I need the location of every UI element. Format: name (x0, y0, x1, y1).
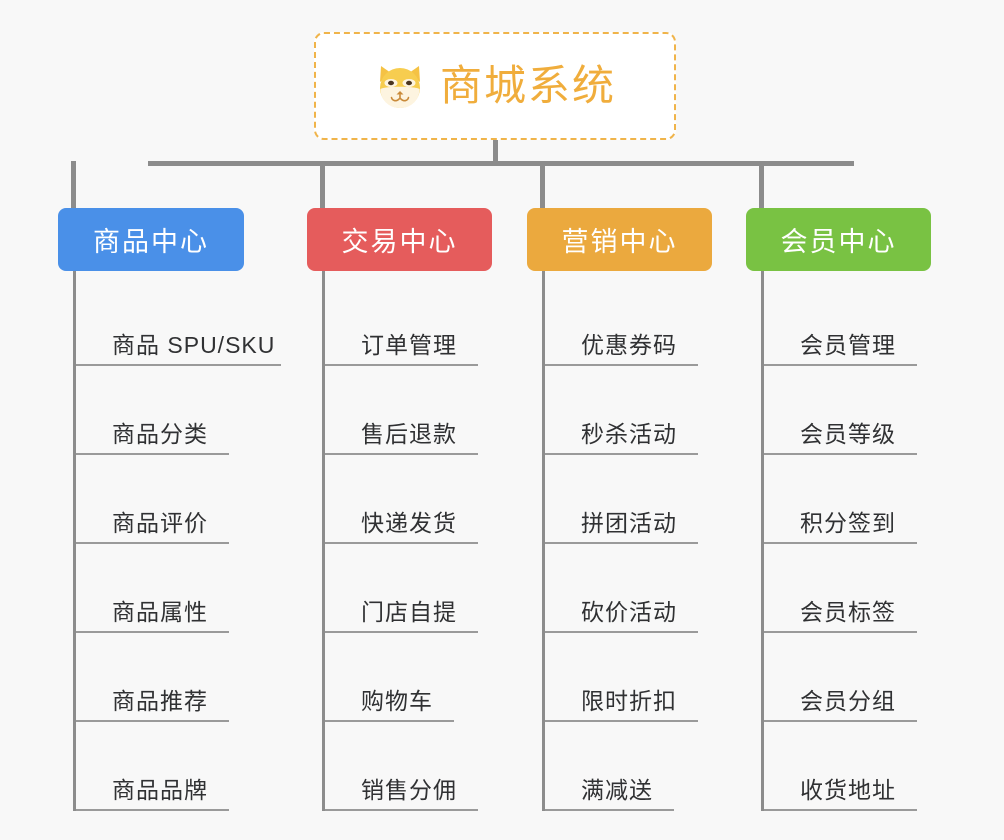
branch-header[interactable]: 会员中心 (746, 208, 931, 271)
leaf-label: 门店自提 (361, 599, 457, 625)
leaf-label: 快递发货 (361, 510, 457, 536)
root-node[interactable]: 商城系统 (314, 32, 676, 140)
leaf-underline (76, 453, 229, 455)
leaf-label: 优惠券码 (581, 332, 677, 358)
leaf-underline (76, 720, 229, 722)
connector-drop-2 (320, 161, 325, 208)
leaf-label: 限时折扣 (581, 688, 677, 714)
leaf-item[interactable]: 商品推荐 (76, 633, 244, 722)
leaf-label: 购物车 (361, 688, 433, 714)
leaf-label: 会员标签 (800, 599, 896, 625)
leaf-item[interactable]: 商品分类 (76, 366, 244, 455)
leaf-item[interactable]: 销售分佣 (325, 722, 492, 811)
leaf-underline (764, 364, 917, 366)
leaf-underline (545, 809, 674, 811)
leaf-item[interactable]: 会员管理 (764, 277, 931, 366)
leaf-underline (76, 542, 229, 544)
leaf-underline (325, 720, 454, 722)
leaf-item[interactable]: 限时折扣 (545, 633, 712, 722)
root-title: 商城系统 (439, 62, 616, 109)
leaf-label: 销售分佣 (361, 777, 457, 803)
leaf-underline (545, 364, 698, 366)
leaf-item[interactable]: 商品评价 (76, 455, 244, 544)
leaf-underline (325, 453, 478, 455)
leaf-item[interactable]: 拼团活动 (545, 455, 712, 544)
branch-column-1: 商品中心商品 SPU/SKU 商品分类商品评价商品属性商品推荐商品品牌 (58, 208, 281, 811)
leaf-item[interactable]: 订单管理 (325, 277, 492, 366)
leaf-underline (764, 809, 917, 811)
branch-column-4: 会员中心会员管理会员等级积分签到会员标签会员分组收货地址 (746, 208, 931, 811)
leaf-list: 商品 SPU/SKU 商品分类商品评价商品属性商品推荐商品品牌 (73, 271, 281, 811)
leaf-underline (325, 631, 478, 633)
leaf-label: 砍价活动 (581, 599, 677, 625)
branch-header[interactable]: 商品中心 (58, 208, 244, 271)
leaf-item[interactable]: 商品 SPU/SKU (76, 277, 281, 366)
leaf-label: 会员管理 (800, 332, 896, 358)
leaf-item[interactable]: 会员分组 (764, 633, 931, 722)
leaf-item[interactable]: 商品属性 (76, 544, 244, 633)
leaf-item[interactable]: 收货地址 (764, 722, 931, 811)
leaf-label: 积分签到 (800, 510, 896, 536)
leaf-item[interactable]: 商品品牌 (76, 722, 244, 811)
leaf-underline (76, 364, 281, 366)
leaf-list: 优惠券码秒杀活动拼团活动砍价活动限时折扣满减送 (542, 271, 712, 811)
leaf-label: 收货地址 (800, 777, 896, 803)
leaf-item[interactable]: 会员标签 (764, 544, 931, 633)
leaf-item[interactable]: 快递发货 (325, 455, 492, 544)
leaf-label: 售后退款 (361, 421, 457, 447)
leaf-underline (325, 542, 478, 544)
connector-bus (148, 161, 854, 166)
leaf-item[interactable]: 积分签到 (764, 455, 931, 544)
branch-column-2: 交易中心订单管理售后退款快递发货门店自提购物车销售分佣 (307, 208, 492, 811)
leaf-label: 订单管理 (361, 332, 457, 358)
branch-header[interactable]: 交易中心 (307, 208, 492, 271)
leaf-label: 商品品牌 (112, 777, 208, 803)
leaf-label: 满减送 (581, 777, 653, 803)
leaf-label: 商品评价 (112, 510, 208, 536)
leaf-label: 商品属性 (112, 599, 208, 625)
shiba-dog-face-icon (379, 66, 420, 108)
leaf-underline (764, 453, 917, 455)
leaf-label: 商品分类 (112, 421, 208, 447)
leaf-label: 会员等级 (800, 421, 896, 447)
leaf-label: 秒杀活动 (581, 421, 677, 447)
branch-column-3: 营销中心优惠券码秒杀活动拼团活动砍价活动限时折扣满减送 (527, 208, 712, 811)
leaf-item[interactable]: 售后退款 (325, 366, 492, 455)
leaf-underline (76, 631, 229, 633)
leaf-underline (325, 364, 478, 366)
leaf-underline (545, 542, 698, 544)
leaf-label: 拼团活动 (581, 510, 677, 536)
leaf-underline (764, 631, 917, 633)
leaf-item[interactable]: 满减送 (545, 722, 712, 811)
leaf-underline (545, 631, 698, 633)
leaf-underline (325, 809, 478, 811)
leaf-item[interactable]: 秒杀活动 (545, 366, 712, 455)
connector-drop-3 (540, 161, 545, 208)
leaf-underline (545, 720, 698, 722)
leaf-underline (764, 720, 917, 722)
leaf-label: 会员分组 (800, 688, 896, 714)
connector-drop-4 (759, 161, 764, 208)
leaf-item[interactable]: 门店自提 (325, 544, 492, 633)
leaf-item[interactable]: 优惠券码 (545, 277, 712, 366)
branch-header[interactable]: 营销中心 (527, 208, 712, 271)
connector-drop-1 (71, 161, 76, 208)
leaf-label: 商品推荐 (112, 688, 208, 714)
leaf-label: 商品 SPU/SKU (112, 332, 276, 358)
leaf-item[interactable]: 购物车 (325, 633, 492, 722)
leaf-underline (76, 809, 229, 811)
leaf-list: 会员管理会员等级积分签到会员标签会员分组收货地址 (761, 271, 931, 811)
connector-stem (493, 140, 498, 164)
leaf-underline (764, 542, 917, 544)
leaf-underline (545, 453, 698, 455)
leaf-item[interactable]: 砍价活动 (545, 544, 712, 633)
leaf-list: 订单管理售后退款快递发货门店自提购物车销售分佣 (322, 271, 492, 811)
leaf-item[interactable]: 会员等级 (764, 366, 931, 455)
